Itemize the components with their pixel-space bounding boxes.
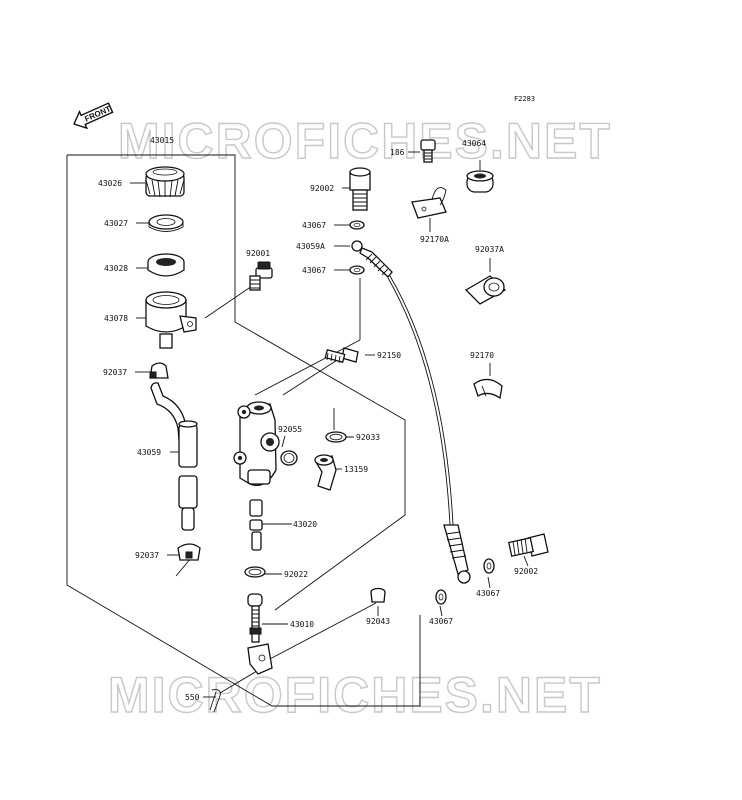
master-cylinder (233, 401, 280, 487)
label-43010: 43010 (290, 620, 314, 629)
reservoir-plate (148, 214, 184, 232)
label-92037-top: 92037 (103, 368, 127, 377)
banjo-bolt-top (349, 167, 371, 211)
diagram-code: F2283 (514, 95, 535, 103)
front-arrow-icon: FRONT (73, 102, 114, 130)
label-186: 186 (390, 148, 405, 157)
label-92002-top: 92002 (310, 184, 334, 193)
label-92055: 92055 (278, 425, 302, 434)
label-550: 550 (185, 693, 200, 702)
label-92043: 92043 (366, 617, 390, 626)
reservoir-hose (150, 382, 198, 531)
label-43064: 43064 (462, 139, 486, 148)
washer-d (483, 558, 495, 574)
brake-hose (351, 240, 471, 584)
reservoir-diaphragm (147, 253, 185, 277)
clip-92170 (473, 378, 503, 400)
bolt-92001 (249, 261, 273, 291)
o-ring-92055 (280, 450, 298, 466)
watermark-top: MICROFICHES.NET (118, 113, 612, 169)
washer-b (349, 265, 365, 275)
label-92022: 92022 (284, 570, 308, 579)
circlip-92033 (325, 431, 347, 443)
label-43059: 43059 (137, 448, 161, 457)
pin-92043 (370, 587, 386, 603)
push-rod-43010 (247, 593, 273, 675)
label-43078: 43078 (104, 314, 128, 323)
front-label: FRONT (83, 104, 112, 123)
label-43015: 43015 (150, 136, 174, 145)
label-92037a: 92037A (475, 245, 504, 254)
label-92170: 92170 (470, 351, 494, 360)
cotter-pin-550 (209, 689, 221, 713)
label-43067-b: 43067 (302, 266, 326, 275)
label-43027: 43027 (104, 219, 128, 228)
hose-bracket (411, 187, 447, 219)
bolt-186 (420, 139, 436, 163)
label-43026: 43026 (98, 179, 122, 188)
bolt-92150 (324, 347, 359, 364)
label-43028: 43028 (104, 264, 128, 273)
label-92150: 92150 (377, 351, 401, 360)
banjo-bolt-bottom (508, 533, 549, 557)
label-43020: 43020 (293, 520, 317, 529)
washer-c (435, 589, 447, 605)
joint-13159 (314, 454, 337, 491)
label-92002-bottom: 92002 (514, 567, 538, 576)
label-43059a: 43059A (296, 242, 325, 251)
hose-clamp-top (149, 362, 169, 379)
piston-43020 (249, 499, 263, 551)
label-92001: 92001 (246, 249, 270, 258)
label-43067-a: 43067 (302, 221, 326, 230)
part-labels: 43015 43026 43027 43028 43078 92037 4305… (98, 136, 538, 702)
reservoir-tank (145, 291, 197, 349)
label-43067-d: 43067 (476, 589, 500, 598)
label-13159: 13159 (344, 465, 368, 474)
label-92033: 92033 (356, 433, 380, 442)
grommet-43064 (466, 170, 494, 193)
reservoir-cap (145, 166, 185, 198)
label-43067-c: 43067 (429, 617, 453, 626)
label-92170a: 92170A (420, 235, 449, 244)
circlip-92022 (244, 566, 266, 578)
clamp-92037a (464, 275, 507, 305)
hose-clamp-bottom (177, 543, 201, 561)
label-92037-bottom: 92037 (135, 551, 159, 560)
washer-a (349, 220, 365, 230)
watermark-bottom: MICROFICHES.NET (108, 667, 602, 723)
